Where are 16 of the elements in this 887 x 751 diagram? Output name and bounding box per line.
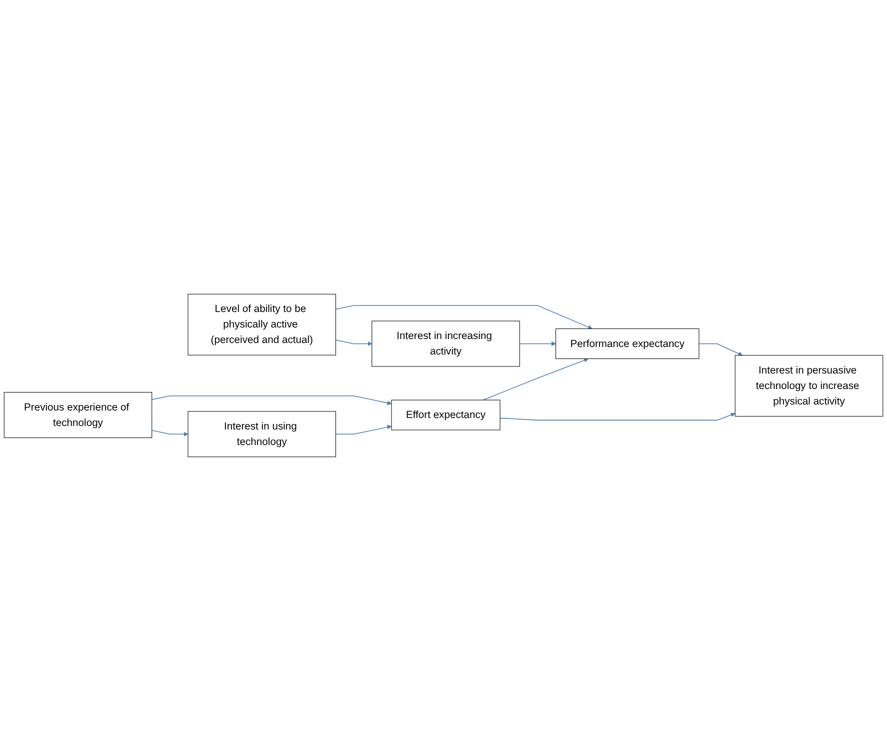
arrow — [500, 412, 736, 421]
arrow — [482, 358, 588, 400]
arrow — [698, 343, 743, 356]
arrow — [151, 396, 392, 406]
node-box: Interest in increasing activity — [372, 320, 520, 367]
node-box: Level of ability to be physically active (perceived and actual) — [188, 294, 336, 356]
arrow — [335, 340, 372, 346]
arrow — [335, 424, 392, 435]
arrow — [519, 341, 556, 346]
node-box: Previous experience of technology — [4, 392, 152, 438]
node-box: Interest in persuasive technology to increase physical activity — [734, 355, 884, 417]
arrow — [335, 305, 592, 330]
node-box: Interest in using technology — [188, 411, 336, 458]
node-box: Performance expectancy — [556, 328, 700, 359]
node-box: Effort expectancy — [391, 400, 500, 430]
arrow — [151, 430, 188, 436]
